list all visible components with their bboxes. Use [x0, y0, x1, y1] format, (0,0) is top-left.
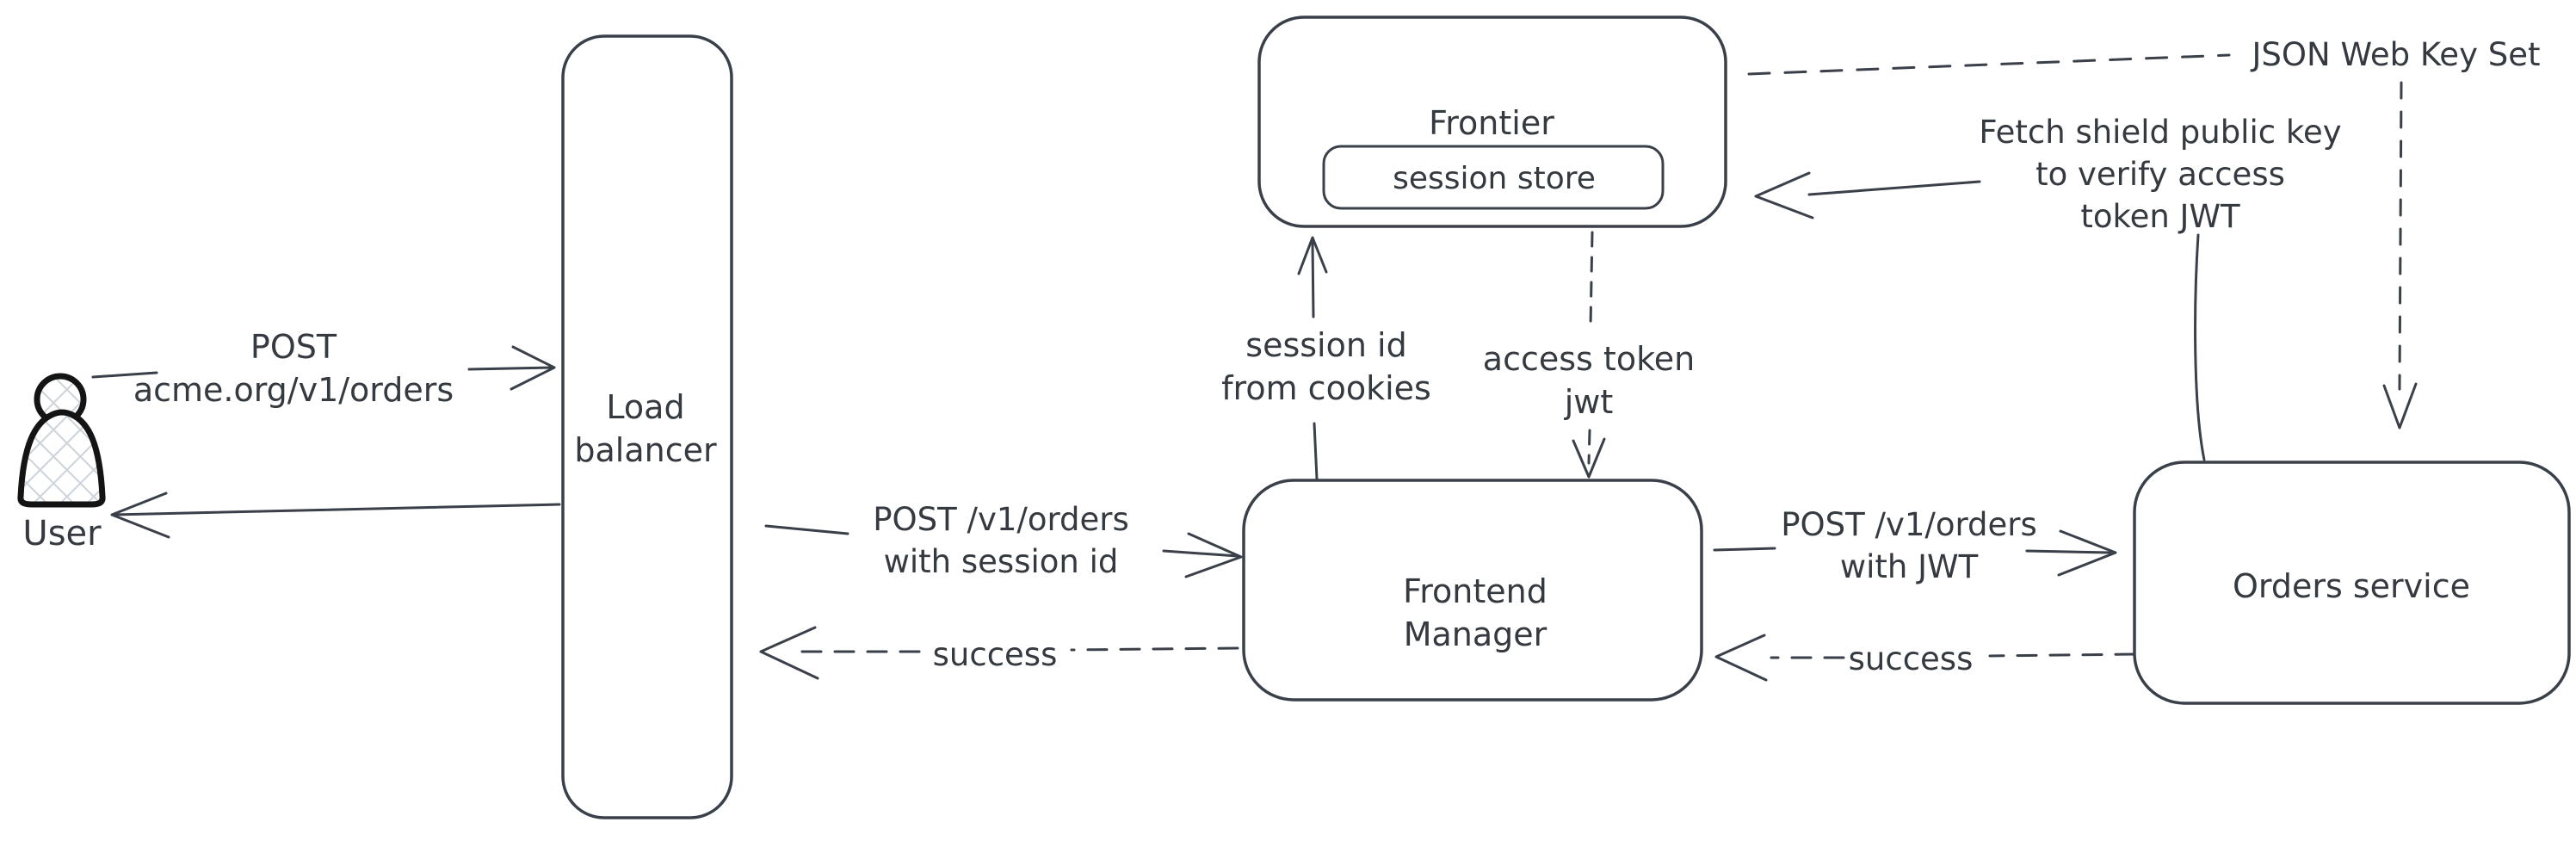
edge-label-frontier-to-frontend-manager: access token jwt: [1483, 337, 1695, 424]
load-balancer-label: Load balancer: [574, 386, 716, 472]
edge-label-line: jwt: [1564, 383, 1614, 422]
edge-label-line: access token: [1482, 340, 1696, 378]
user-to-load-balancer-arrow: [91, 345, 556, 391]
load-balancer-box: [561, 34, 733, 819]
orders-service-box: [2133, 461, 2571, 705]
load-balancer-to-user-arrow: [110, 492, 561, 539]
edge-label-load-balancer-to-frontend-manager: POST /v1/orders with session id: [873, 499, 1129, 584]
edge-label-user-to-load-balancer: POST acme.org/v1/orders: [133, 325, 454, 411]
frontend-manager-label: Frontend Manager: [1403, 570, 1547, 656]
node-label-line: Manager: [1403, 615, 1547, 654]
edge-label-line: POST /v1/orders: [1781, 506, 2037, 543]
user-icon: [17, 373, 106, 508]
frontier-to-frontend-manager-arrow: [1572, 231, 1606, 479]
frontier-box: [1257, 15, 1727, 228]
json-web-key-set-to-orders-service-arrow: [2382, 81, 2418, 430]
frontend-manager-box: [1242, 479, 1703, 702]
edge-label-line: to verify access: [2035, 155, 2285, 193]
edge-label-frontend-manager-to-frontier: session id from cookies: [1221, 324, 1431, 410]
load-balancer-to-frontend-manager-arrow: [764, 524, 1243, 578]
edge-label-frontend-manager-to-load-balancer-success: success: [932, 636, 1058, 673]
edge-label-line: token JWT: [2080, 197, 2240, 235]
edge-label-line: with JWT: [1839, 547, 1979, 585]
json-web-key-set-to-frontier-dashed-line: [1747, 53, 2231, 76]
edge-label-line: Fetch shield public key: [1979, 114, 2342, 151]
edge-label-line: POST: [250, 328, 337, 366]
edge-label-line: with session id: [883, 542, 1119, 580]
edge-label-frontend-manager-to-orders-service: POST /v1/orders with JWT: [1781, 504, 2037, 589]
node-label-line: Frontend: [1403, 572, 1547, 610]
edge-label-orders-service-to-frontier: Fetch shield public key to verify access…: [1979, 112, 2341, 238]
user-label: User: [22, 514, 102, 553]
session-store-label: session store: [1393, 161, 1596, 196]
orders-service-to-frontend-manager-success-arrow: [1714, 634, 2136, 682]
edge-label-line: acme.org/v1/orders: [133, 371, 454, 410]
edge-label-orders-service-to-frontend-manager-success: success: [1848, 640, 1974, 677]
node-label-line: Load: [606, 388, 685, 426]
frontend-manager-to-orders-service-arrow: [1713, 529, 2117, 577]
session-store-box: [1322, 145, 1665, 210]
edge-label-line: from cookies: [1221, 369, 1431, 408]
edge-label-line: session id: [1245, 326, 1407, 364]
frontend-manager-to-frontier-arrow: [1297, 236, 1328, 480]
frontend-manager-to-load-balancer-success-arrow: [759, 626, 1239, 680]
user-body-icon: [17, 409, 106, 508]
frontier-label: Frontier: [1429, 104, 1554, 142]
edge-label-line: POST /v1/orders: [873, 501, 1129, 538]
orders-service-label: Orders service: [2233, 567, 2470, 605]
node-label-line: balancer: [574, 431, 717, 470]
json-web-key-set-label: JSON Web Key Set: [2252, 36, 2541, 73]
orders-service-to-frontier-arrow: [1754, 171, 2206, 461]
